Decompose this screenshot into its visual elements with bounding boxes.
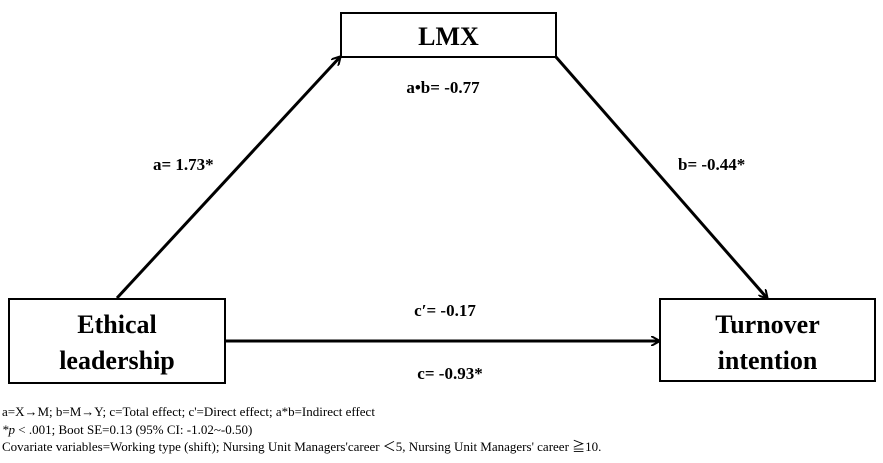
indirect-effect-label: a•b= -0.77 [406, 78, 480, 97]
mediator-box [340, 12, 557, 58]
total-effect-label: c= -0.93* [417, 364, 482, 383]
path-a-label: a= 1.73* [153, 155, 214, 174]
predictor-label-line1: Ethical [77, 310, 156, 339]
outcome-label-line2: intention [718, 346, 818, 375]
outcome-box [659, 298, 876, 382]
outcome-label-line1: Turnover [715, 310, 820, 339]
figure-notes: a=X→M; b=M→Y; c=Total effect; c'=Direct … [2, 403, 601, 456]
direct-effect-label: c′= -0.17 [414, 301, 476, 320]
note-covariates: Covariate variables=Working type (shift)… [2, 439, 602, 454]
path-b-label: b= -0.44* [678, 155, 745, 174]
note-significance-text: < .001; Boot SE=0.13 (95% CI: -1.02~-0.5… [15, 421, 253, 437]
note-significance: *p < .001; Boot SE=0.13 (95% CI: -1.02~-… [2, 421, 601, 439]
predictor-box [8, 298, 226, 384]
mediator-label: LMX [418, 22, 479, 51]
note-significance-symbol: *p [2, 421, 15, 437]
mediation-diagram: LMX Ethical leadership Turnover intentio… [8, 12, 876, 384]
path-a-arrow [115, 57, 340, 300]
note-abbreviations: a=X→M; b=M→Y; c=Total effect; c'=Direct … [2, 404, 375, 419]
predictor-label-line2: leadership [59, 346, 175, 375]
path-b-arrow [554, 56, 767, 298]
